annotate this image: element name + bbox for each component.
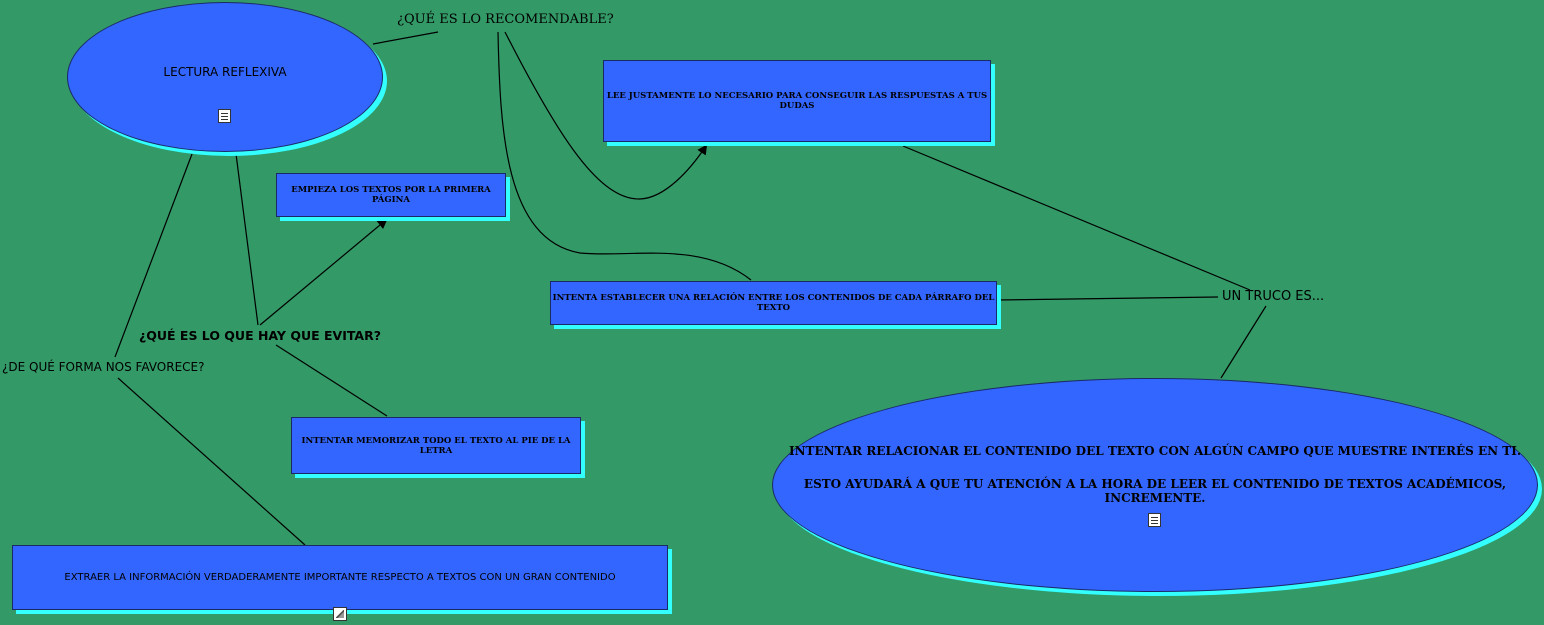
node-intentar-relacionar[interactable]: INTENTAR RELACIONAR EL CONTENIDO DEL TEX…: [772, 378, 1538, 592]
link-evitar-memorizar: [275, 344, 388, 417]
node-lee-justamente[interactable]: LEE JUSTAMENTE LO NECESARIO PARA CONSEGU…: [603, 60, 991, 142]
node-lectura-reflexiva[interactable]: LECTURA REFLEXIVA: [67, 2, 383, 152]
link-lectura-recomendable: [372, 31, 439, 45]
node-memorizar[interactable]: INTENTAR MEMORIZAR TODO EL TEXTO AL PIE …: [291, 417, 581, 474]
node-label-line1: INTENTAR RELACIONAR EL CONTENIDO DEL TEX…: [788, 444, 1522, 459]
label-truco: UN TRUCO ES...: [1222, 289, 1325, 304]
label-evitar: ¿QUÉ ES LO QUE HAY QUE EVITAR?: [139, 328, 381, 343]
link-recomendable-establecer: [497, 31, 752, 281]
node-label: INTENTA ESTABLECER UNA RELACIÓN ENTRE LO…: [552, 293, 995, 313]
image-icon[interactable]: [333, 607, 347, 621]
link-favorece-extraer: [117, 377, 306, 546]
link-recomendable-lee: [504, 31, 708, 200]
document-icon[interactable]: [1148, 513, 1161, 527]
node-label: LEE JUSTAMENTE LO NECESARIO PARA CONSEGU…: [606, 91, 988, 111]
node-intenta-establecer[interactable]: INTENTA ESTABLECER UNA RELACIÓN ENTRE LO…: [550, 281, 997, 325]
node-extraer[interactable]: EXTRAER LA INFORMACIÓN VERDADERAMENTE IM…: [12, 545, 668, 610]
link-lee-truco: [902, 145, 1251, 291]
node-label: INTENTAR MEMORIZAR TODO EL TEXTO AL PIE …: [301, 435, 571, 456]
link-evitar-empieza: [259, 218, 388, 326]
link-establecer-truco: [996, 296, 1219, 301]
link-lectura-favorece: [114, 153, 193, 358]
node-empieza[interactable]: EMPIEZA LOS TEXTOS POR LA PRIMERA PÁGINA: [276, 173, 506, 217]
label-favorece: ¿DE QUÉ FORMA NOS FAVORECE?: [2, 360, 205, 374]
label-recomendable: ¿QUÉ ES LO RECOMENDABLE?: [397, 12, 614, 27]
link-truco-relacionar: [1220, 305, 1267, 379]
node-label: LECTURA REFLEXIVA: [163, 65, 287, 79]
node-label-line2: ESTO AYUDARÁ A QUE TU ATENCIÓN A LA HORA…: [803, 476, 1507, 506]
node-label: EXTRAER LA INFORMACIÓN VERDADERAMENTE IM…: [64, 572, 616, 583]
document-icon[interactable]: [218, 109, 231, 123]
link-lectura-evitar: [235, 153, 259, 326]
node-label: EMPIEZA LOS TEXTOS POR LA PRIMERA PÁGINA: [291, 185, 491, 205]
